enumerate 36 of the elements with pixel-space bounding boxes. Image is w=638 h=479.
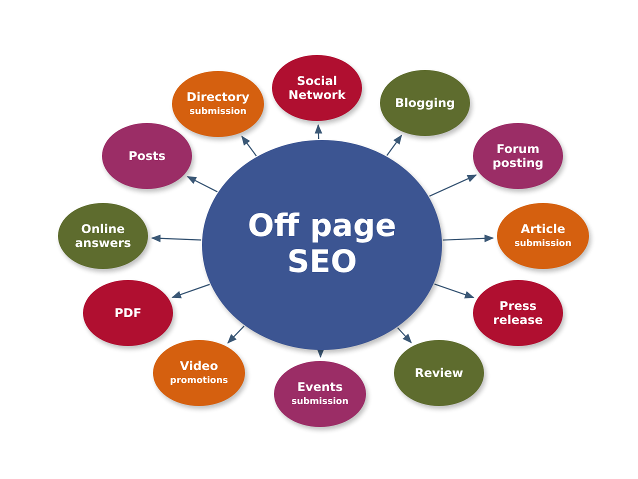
topic-label: Article (520, 222, 566, 237)
arrow (227, 326, 245, 344)
topic-subtitle: submission (514, 238, 572, 250)
arrow (171, 284, 210, 298)
topic-label: Directory (186, 90, 250, 105)
topic-label: PDF (114, 306, 142, 320)
topic-label: Blogging (395, 96, 455, 110)
topic-circle (102, 123, 192, 189)
arrow (241, 136, 257, 156)
topic-label: Review (414, 366, 464, 380)
topic-circle (473, 123, 563, 189)
topic-label: Social Network (287, 74, 347, 102)
topic-subtitle: submission (189, 106, 247, 118)
hub-title: Off page SEO (246, 209, 398, 281)
arrow (316, 348, 324, 358)
topic-circle (172, 71, 264, 137)
arrow (434, 283, 474, 298)
topic-label: Posts (128, 148, 166, 164)
arrow (386, 134, 402, 156)
arrow (186, 176, 218, 192)
topic-subtitle: promotions (170, 376, 228, 387)
topic-label: Press release (492, 298, 544, 328)
topic-circle (272, 55, 362, 121)
topic-label: Online answers (74, 222, 132, 250)
arrow (314, 124, 322, 140)
topic-label: Events (297, 380, 343, 395)
topic-circle (473, 280, 563, 346)
arrow (442, 234, 494, 242)
topic-label: Video (180, 359, 218, 374)
arrow (397, 327, 412, 344)
arrow (429, 174, 477, 197)
topic-subtitle: submission (291, 396, 349, 408)
arrow (150, 234, 202, 242)
topic-circle (153, 340, 245, 406)
topic-circle (394, 340, 484, 406)
topic-label: Forum posting (492, 142, 544, 170)
